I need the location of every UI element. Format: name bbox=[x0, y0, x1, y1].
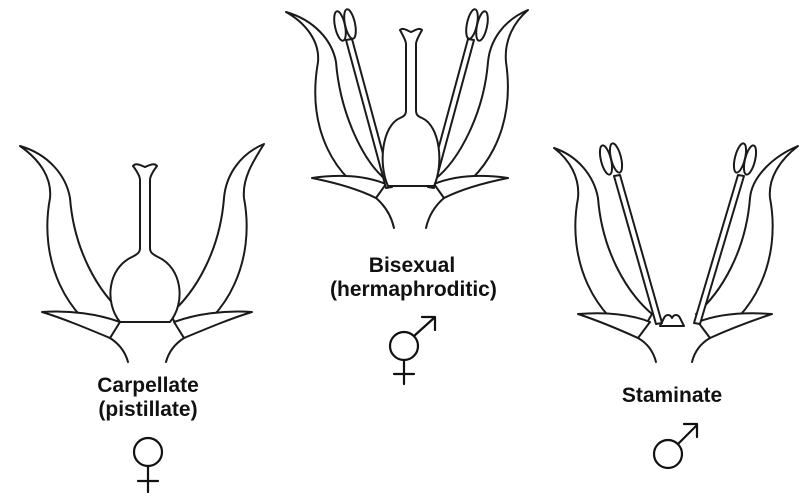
staminate-pistillode bbox=[660, 315, 684, 326]
bisexual-label: Bisexual (hermaphroditic) bbox=[330, 254, 494, 302]
carpellate-label: Carpellate (pistillate) bbox=[70, 374, 226, 422]
carpellate-label-line2: (pistillate) bbox=[70, 398, 226, 422]
carpellate-label-line1: Carpellate bbox=[70, 374, 226, 398]
hermaphrodite-symbol-icon bbox=[384, 312, 444, 388]
bisexual-label-line2: (hermaphroditic) bbox=[330, 278, 494, 302]
male-symbol-icon bbox=[648, 418, 704, 474]
staminate-label: Staminate bbox=[610, 384, 734, 408]
bisexual-label-line1: Bisexual bbox=[330, 254, 494, 278]
staminate-label-line1: Staminate bbox=[610, 384, 734, 408]
female-symbol-icon bbox=[128, 434, 168, 496]
staminate-receptacle bbox=[638, 338, 656, 362]
